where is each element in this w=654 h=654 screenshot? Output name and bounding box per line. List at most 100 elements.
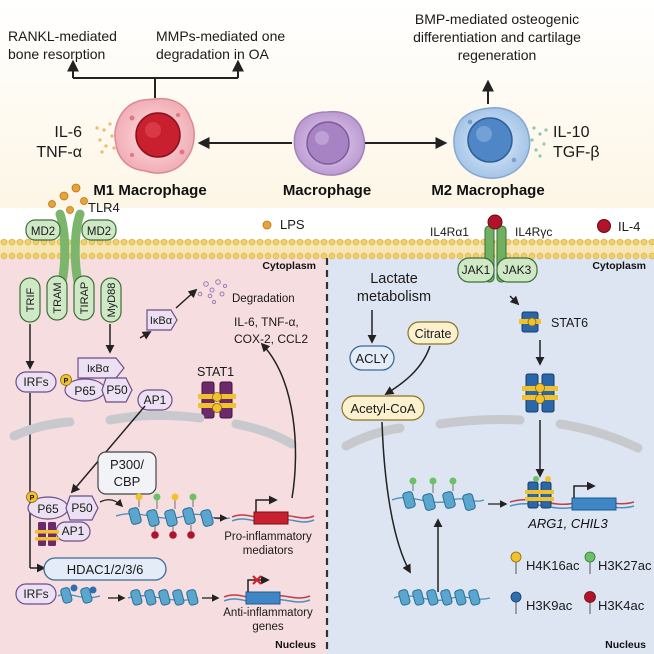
- p50-nuc-label: P50: [71, 501, 93, 515]
- ikba-bound-label: IκBα: [87, 363, 110, 375]
- membrane-lipid-head: [0, 252, 8, 260]
- membrane-lipid-head: [408, 238, 416, 246]
- membrane-lipid-head: [360, 238, 368, 246]
- membrane-lipid-head: [424, 238, 432, 246]
- membrane-lipid-head: [80, 252, 88, 260]
- membrane-lipid-head: [176, 238, 184, 246]
- trif-label: TRIF: [25, 288, 37, 313]
- membrane-lipid-head: [624, 238, 632, 246]
- membrane-lipid-head: [432, 252, 440, 260]
- nfkb-nuclear-entry-arrow: [70, 405, 146, 494]
- p300-cbp-label: P300/CBP: [110, 457, 144, 489]
- arg1-chil3-label: ARG1, CHIL3: [527, 516, 608, 531]
- citrate-to-acetylcoa-arrow: [384, 345, 431, 395]
- right-cytoplasm-label: Cytoplasm: [592, 260, 646, 272]
- membrane-lipid-head: [608, 238, 616, 246]
- membrane-lipid-head: [576, 252, 584, 260]
- membrane-lipid-head: [640, 238, 648, 246]
- acly-label: ACLY: [356, 351, 389, 366]
- stat6-dimer: [522, 373, 558, 413]
- membrane-lipid-head: [632, 252, 640, 260]
- membrane-lipid-head: [128, 252, 136, 260]
- membrane-lipid-head: [640, 252, 648, 260]
- ikba-free: [146, 309, 178, 331]
- degradation-fragments: [197, 279, 228, 305]
- membrane-lipid-head: [624, 252, 632, 260]
- membrane-lipid-head: [512, 238, 520, 246]
- jak-to-stat6-arrow: [509, 295, 520, 306]
- tlr4-receptor: [55, 209, 85, 287]
- tram-label: TRAM: [52, 282, 64, 313]
- h3k9ac-legend-item: H3K9ac: [510, 591, 573, 614]
- left-nucleus-label: Nucleus: [275, 639, 316, 651]
- membrane-lipid-head: [200, 252, 208, 260]
- membrane-lipid-head: [352, 252, 360, 260]
- membrane-lipid-head: [584, 238, 592, 246]
- p65-phospho-cyto: [60, 374, 72, 386]
- left-nuclear-envelope: [9, 410, 297, 449]
- il4-label: IL-4: [618, 219, 640, 234]
- p50-nuc: [65, 495, 99, 521]
- membrane-lipid-head: [8, 252, 16, 260]
- membrane-lipid-head: [600, 252, 608, 260]
- membrane-lipid-head: [392, 238, 400, 246]
- membrane-lipid-head: [328, 252, 336, 260]
- membrane-lipid-head: [616, 252, 624, 260]
- membrane-lipid-head: [112, 252, 120, 260]
- membrane-lipid-head: [272, 238, 280, 246]
- p65-phospho-cyto-label: P: [64, 378, 69, 385]
- membrane-lipid-head: [208, 252, 216, 260]
- membrane-lipid-head: [440, 238, 448, 246]
- hdac-box: [43, 557, 167, 581]
- membrane-lipid-head: [408, 252, 416, 260]
- membrane-lipid-head: [600, 238, 608, 246]
- membrane-lipid-head: [456, 252, 464, 260]
- membrane-lipid-head: [168, 238, 176, 246]
- m1-macrophage-cell: [114, 97, 195, 174]
- membrane-lipid-head: [144, 238, 152, 246]
- histone-mark-legend: H4K16ac H3K27ac H3K9ac H3K4ac: [510, 551, 652, 614]
- membrane-lipid-head: [8, 238, 16, 246]
- membrane-lipid-head: [576, 238, 584, 246]
- membrane-lipid-head: [424, 252, 432, 260]
- chromatin-right-bottom: [393, 589, 491, 606]
- ikba-bound: [77, 357, 125, 379]
- membrane-lipid-head: [384, 238, 392, 246]
- m2-macrophage-cell: [453, 107, 531, 179]
- membrane-lipid-head: [184, 252, 192, 260]
- left-cytoplasm-label: Cytoplasm: [262, 260, 316, 272]
- ap1-cyto: [137, 389, 173, 411]
- membrane-lipid-head: [264, 252, 272, 260]
- membrane-lipid-head: [288, 238, 296, 246]
- membrane-lipid-head: [552, 238, 560, 246]
- membrane-lipid-head: [536, 252, 544, 260]
- membrane-lipid-head: [416, 252, 424, 260]
- h3k9ac-icon: [510, 591, 522, 603]
- membrane-lipid-head: [368, 252, 376, 260]
- p65-nuc-label: P65: [37, 502, 59, 516]
- membrane-lipid-head: [224, 252, 232, 260]
- membrane-lipid-head: [560, 238, 568, 246]
- arg1-gene: [509, 476, 635, 511]
- membrane-lipid-head: [240, 252, 248, 260]
- m1-fork-arrows: [67, 59, 244, 98]
- membrane-lipid-head: [96, 252, 104, 260]
- md2-right: [81, 219, 117, 241]
- ap1-cyto-label: AP1: [144, 393, 167, 407]
- md2-left: [25, 219, 61, 241]
- membrane-lipid-head: [280, 238, 288, 246]
- membrane-lipid-head: [280, 252, 288, 260]
- membrane-lipid-head: [544, 252, 552, 260]
- membrane-lipid-head: [344, 238, 352, 246]
- stat1-label: STAT1: [197, 365, 234, 379]
- membrane-lipid-head: [216, 252, 224, 260]
- membrane-lipid-head: [464, 238, 472, 246]
- membrane-lipid-head: [392, 252, 400, 260]
- membrane-lipid-head: [528, 238, 536, 246]
- acetyl-coa-box: [341, 395, 425, 421]
